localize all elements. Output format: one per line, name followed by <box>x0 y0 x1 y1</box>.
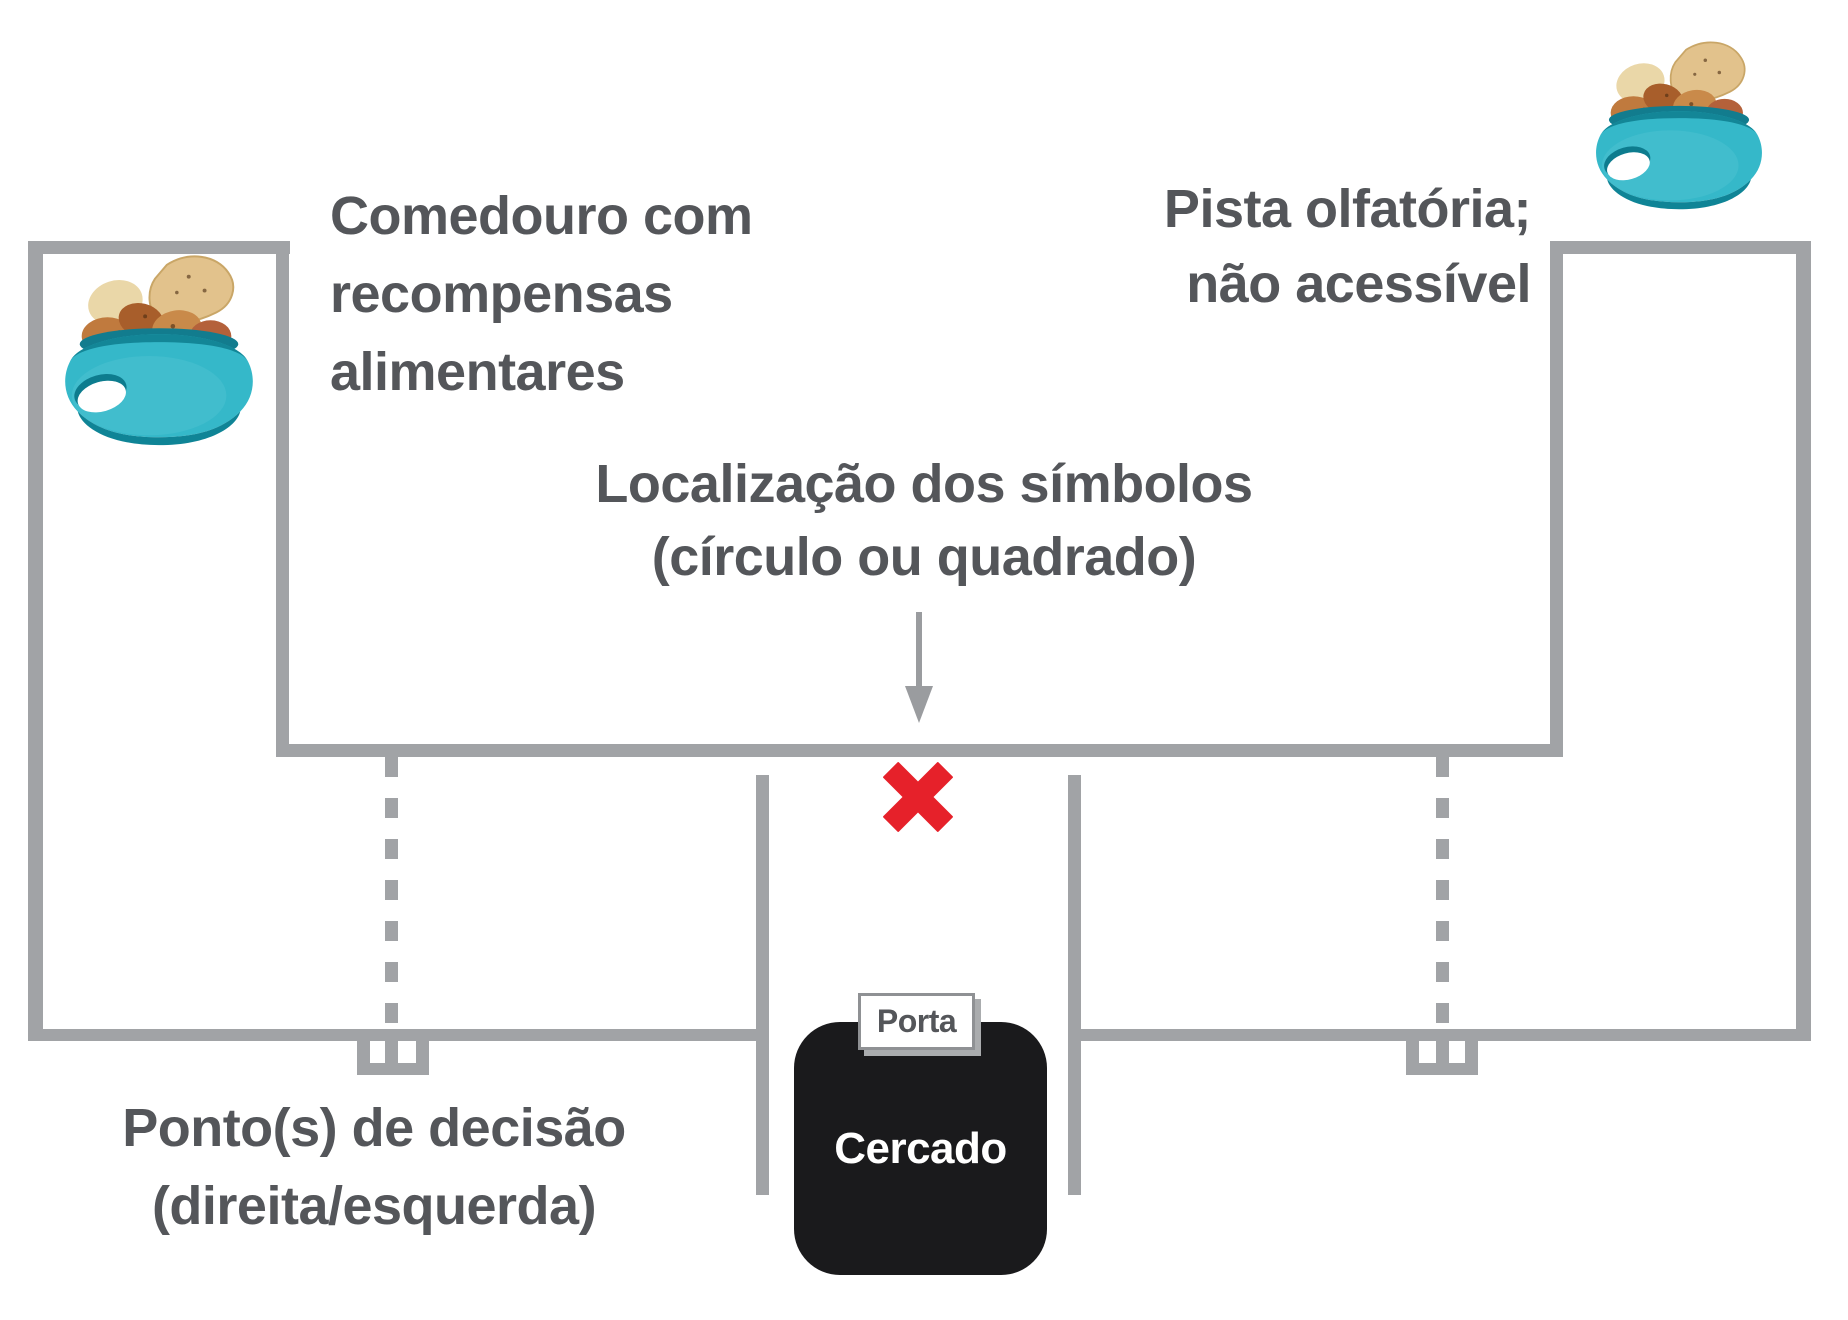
decision-point-label: Ponto(s) de decisão (direita/esquerda) <box>122 1098 626 1236</box>
decision-line-left-stub <box>385 1041 398 1063</box>
decision-line-left <box>385 757 398 1028</box>
feeder-label: Comedouro com recompensas alimentares <box>330 186 753 402</box>
down-arrow-icon <box>916 612 922 688</box>
down-arrow-head-icon <box>905 686 933 723</box>
start-corridor-wall-left <box>756 775 769 1195</box>
inner-wall-left <box>276 241 289 757</box>
bowl-body <box>65 328 253 446</box>
top-cap-wall-left <box>28 241 290 254</box>
red-x-icon <box>868 747 968 847</box>
outer-wall-left <box>28 241 43 1041</box>
olfactory-cue-label: Pista olfatória; não acessível <box>1163 179 1532 314</box>
decision-line-right-stub <box>1436 1041 1449 1063</box>
top-cap-wall-right <box>1550 241 1811 254</box>
outer-wall-right <box>1796 241 1811 1041</box>
symbols-location-label: Localização dos símbolos (círculo ou qua… <box>595 454 1253 587</box>
enclosure-label: Cercado <box>834 1123 1007 1173</box>
inner-wall-horizontal <box>276 744 1563 757</box>
bowl-body <box>1596 105 1762 210</box>
decision-gate-left <box>357 1029 429 1075</box>
bottom-wall-right <box>1068 1029 1811 1041</box>
start-corridor-wall-right <box>1068 775 1081 1195</box>
food-bowl-icon-right <box>1596 41 1762 210</box>
enclosure-box: Cercado <box>794 1022 1047 1275</box>
food-bowl-icon-left <box>65 255 253 446</box>
door-label: Porta <box>876 1003 957 1039</box>
decision-line-right <box>1436 757 1449 1028</box>
decision-gate-right <box>1406 1029 1478 1075</box>
inner-wall-right <box>1550 241 1563 757</box>
bottom-wall-left <box>28 1029 769 1041</box>
door-box: Porta <box>858 993 975 1050</box>
